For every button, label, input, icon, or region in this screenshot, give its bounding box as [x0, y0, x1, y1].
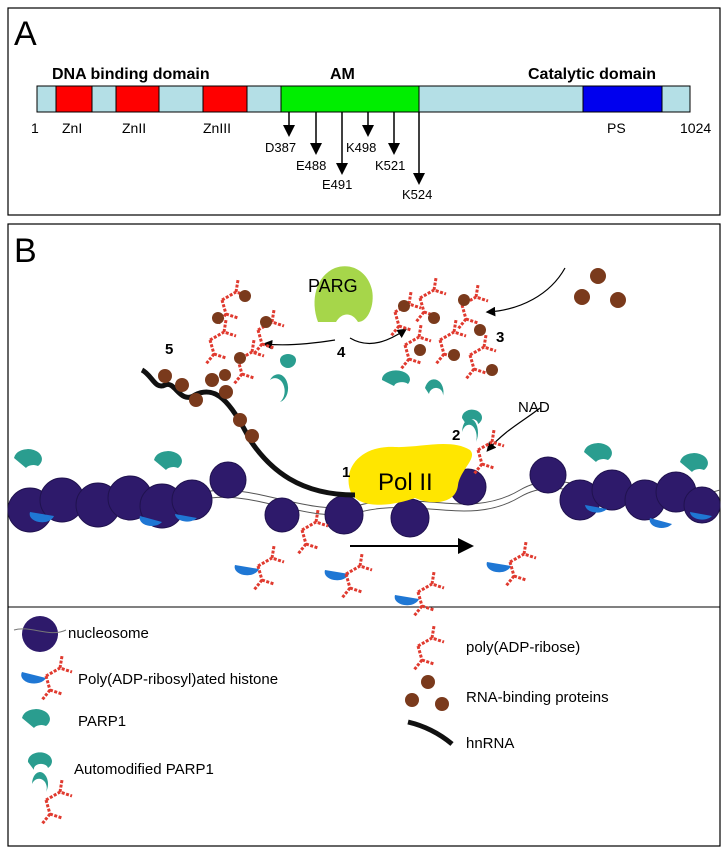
par-cluster-left	[204, 278, 296, 402]
legend-nucleosome-icon	[22, 616, 58, 652]
hnrna-strand	[140, 367, 356, 498]
arrow-nad	[486, 407, 541, 452]
dna-binding-domain-label: DNA binding domain	[52, 66, 210, 83]
site-label: K521	[375, 158, 405, 173]
pol-ii	[348, 444, 473, 505]
arrow-to-3	[349, 328, 407, 344]
step-2: 2	[452, 427, 460, 444]
legend-hnrna: hnRNA	[466, 735, 514, 752]
arrow-to-5	[262, 339, 336, 350]
step-1: 1	[342, 464, 350, 481]
legend-rbp-icon	[405, 675, 449, 711]
site-label: K498	[346, 140, 376, 155]
legend: nucleosome Poly(ADP-ribosyl)ated histone…	[13, 616, 609, 826]
parg-enzyme	[314, 266, 373, 322]
legend-hnrna-icon	[407, 719, 454, 746]
rbp-cluster	[158, 369, 259, 443]
zinc-finger-3	[202, 85, 248, 113]
zinc-finger-1	[55, 85, 93, 113]
site-label: E491	[322, 177, 352, 192]
legend-auto-parp1: Automodified PARP1	[74, 761, 214, 778]
panel-a-letter: A	[14, 15, 37, 53]
site-label: E488	[296, 158, 326, 173]
legend-nucleosome: nucleosome	[68, 625, 149, 642]
automodified-parp1	[461, 409, 506, 476]
panel-b-frame	[7, 223, 721, 847]
nad-label: NAD	[518, 399, 550, 416]
ps-label: PS	[607, 120, 626, 136]
parg-label: PARG	[308, 276, 358, 296]
ps-domain	[582, 85, 663, 113]
residue-end: 1024	[680, 120, 711, 136]
legend-histone-icon	[21, 672, 46, 684]
zn3-label: ZnIII	[203, 120, 231, 136]
pol-ii-label: Pol II	[378, 469, 433, 496]
step-3: 3	[496, 329, 504, 346]
legend-parp1-icon	[22, 709, 50, 728]
chromatin	[7, 443, 721, 538]
step-4: 4	[337, 344, 346, 361]
legend-parp1: PARP1	[78, 713, 126, 730]
legend-rbp: RNA-binding proteins	[466, 689, 609, 706]
zn1-label: ZnI	[62, 120, 82, 136]
step-5: 5	[165, 341, 173, 358]
arrow-from-rbp	[485, 267, 566, 317]
site-label: D387	[265, 140, 296, 155]
free-histones	[234, 508, 538, 618]
zn2-label: ZnII	[122, 120, 146, 136]
am-domain	[280, 85, 420, 113]
par-cluster-right	[381, 276, 498, 396]
site-arrows	[283, 112, 425, 185]
catalytic-domain-label: Catalytic domain	[528, 66, 656, 83]
legend-par: poly(ADP-ribose)	[466, 639, 580, 656]
am-label: AM	[330, 66, 355, 83]
free-rbps	[574, 268, 626, 308]
zinc-finger-2	[115, 85, 160, 113]
site-label: K524	[402, 187, 432, 202]
residue-start: 1	[31, 120, 39, 136]
legend-histone: Poly(ADP-ribosyl)ated histone	[78, 671, 278, 688]
legend-auto-parp1-icon	[27, 752, 52, 792]
panel-b-letter: B	[14, 232, 37, 270]
